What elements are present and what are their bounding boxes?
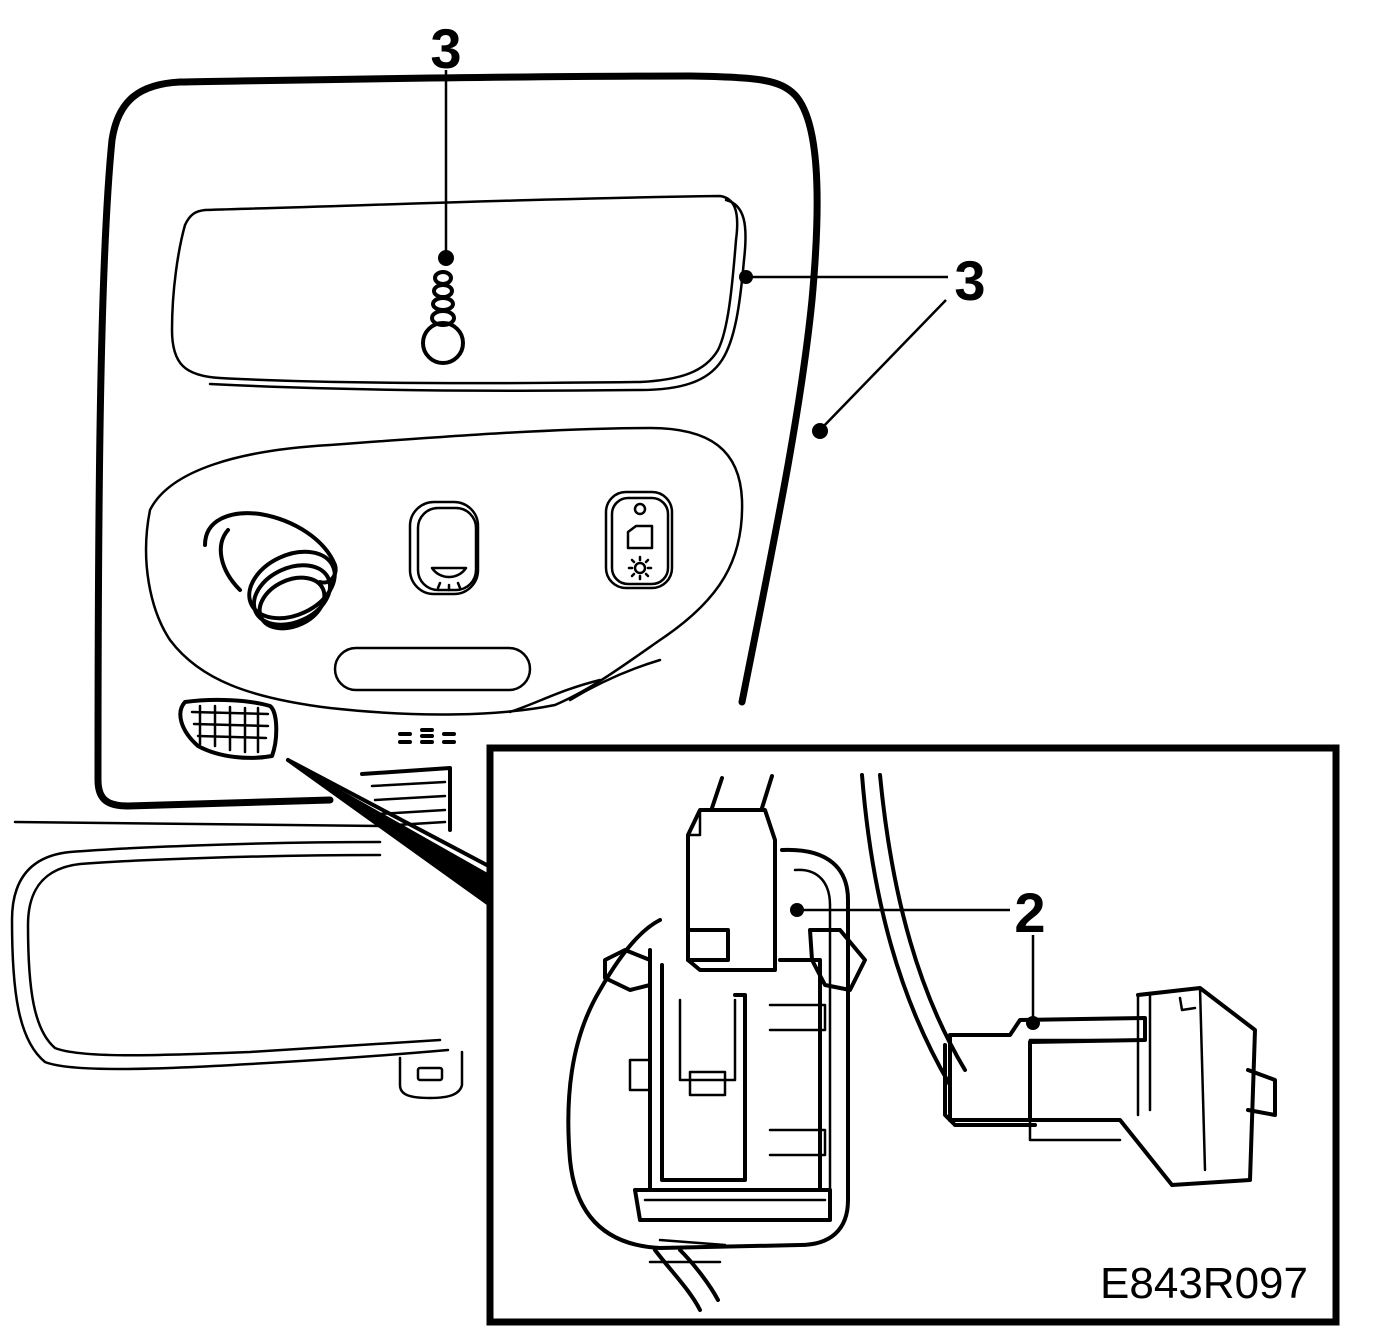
connector-plug xyxy=(943,986,1277,1187)
light-cover xyxy=(170,194,747,392)
vent-marks xyxy=(398,728,456,744)
callout-connector: 2 xyxy=(1014,881,1045,944)
figure-id: E843R097 xyxy=(1100,1259,1308,1308)
dome-light-icon xyxy=(430,566,468,592)
switch-connector-rear xyxy=(566,808,867,1312)
callout-right: 3 xyxy=(954,249,985,312)
console-opening xyxy=(360,766,452,832)
light-icon xyxy=(627,555,653,581)
sunroof-icon xyxy=(626,524,654,550)
switch-panel xyxy=(144,426,744,716)
interior-light-button xyxy=(408,500,480,596)
zoom-wedge xyxy=(286,758,502,914)
detail-inset: 2 E843R097 xyxy=(486,744,1340,1326)
callout-top: 3 xyxy=(430,17,461,80)
screw-icon xyxy=(421,270,465,365)
callout-group-3: 3 3 xyxy=(430,17,986,439)
console-housing xyxy=(13,72,821,828)
sun-visor xyxy=(10,840,464,1100)
sunroof-switch xyxy=(604,490,674,590)
reading-lamp xyxy=(203,511,338,631)
console-slot xyxy=(333,646,532,692)
microphone-grille xyxy=(178,697,279,760)
